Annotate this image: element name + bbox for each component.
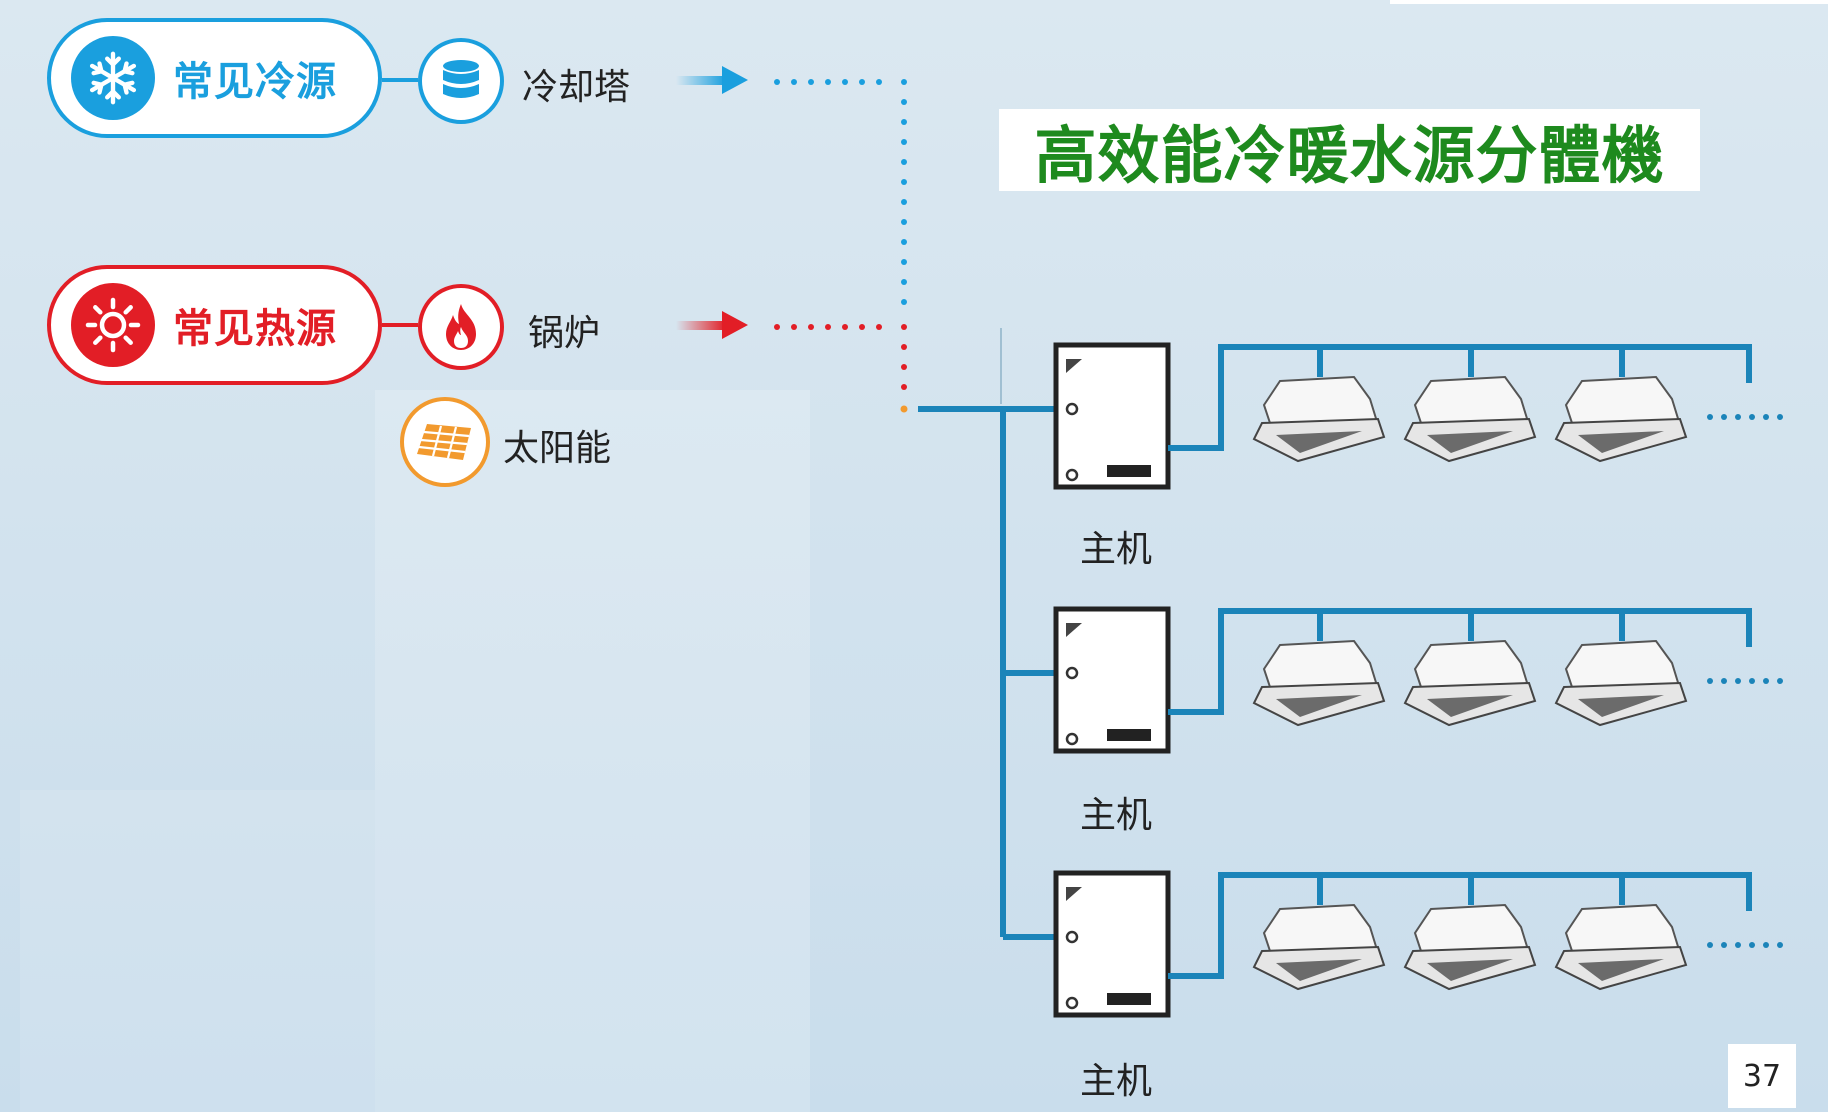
- heat-arrow: [676, 311, 748, 339]
- background-panel: [375, 390, 810, 1112]
- page-title: 高效能冷暖水源分體機: [999, 109, 1700, 192]
- sun-icon: [71, 283, 155, 367]
- cold-source-label: 常见冷源: [173, 59, 337, 105]
- host-label-2: 主机: [1080, 795, 1153, 836]
- heat-dotted-line: [774, 324, 907, 390]
- main-pipe: [918, 406, 1006, 937]
- boiler-label: 锅炉: [528, 313, 601, 354]
- host-unit: [1053, 606, 1171, 754]
- heat-source-pill: 常见热源: [47, 265, 382, 385]
- cassette-unit: [1554, 903, 1688, 991]
- host-label-3: 主机: [1080, 1061, 1153, 1102]
- header-pipe: [1168, 608, 1752, 715]
- solar-label: 太阳能: [503, 428, 612, 469]
- solar-panel-icon: [400, 397, 490, 487]
- heat-source-label: 常见热源: [173, 306, 337, 352]
- background-panel-lower: [20, 790, 375, 1112]
- snowflake-icon: [71, 36, 155, 120]
- cassette-unit: [1554, 639, 1688, 727]
- host-row-2: [1003, 606, 1783, 754]
- header-pipe: [1168, 344, 1752, 451]
- flame-icon: [418, 284, 504, 370]
- cassette-unit: [1252, 903, 1386, 991]
- cassette-unit: [1554, 375, 1688, 463]
- cold-arrow: [676, 66, 748, 94]
- header-pipe: [1168, 872, 1752, 979]
- cassette-unit: [1403, 375, 1537, 463]
- host-label-1: 主机: [1080, 529, 1153, 570]
- continuation-dots: [1707, 414, 1783, 420]
- cassette-unit: [1252, 375, 1386, 463]
- continuation-dots: [1707, 942, 1783, 948]
- host-row-1: [1003, 342, 1783, 490]
- solar-feed-dot: [900, 405, 908, 413]
- cassette-unit: [1403, 903, 1537, 991]
- cassette-unit: [1403, 639, 1537, 727]
- top-edge-strip: [1390, 0, 1828, 4]
- cooling-tower-icon: [418, 38, 504, 124]
- page-number: 37: [1728, 1044, 1796, 1108]
- host-row-3: [1003, 870, 1783, 1018]
- cold-dotted-line: [774, 79, 907, 305]
- cooling-tower-label: 冷却塔: [522, 67, 631, 108]
- cassette-unit: [1252, 639, 1386, 727]
- continuation-dots: [1707, 678, 1783, 684]
- host-unit: [1053, 870, 1171, 1018]
- host-unit: [1053, 342, 1171, 490]
- cold-source-pill: 常见冷源: [47, 18, 382, 138]
